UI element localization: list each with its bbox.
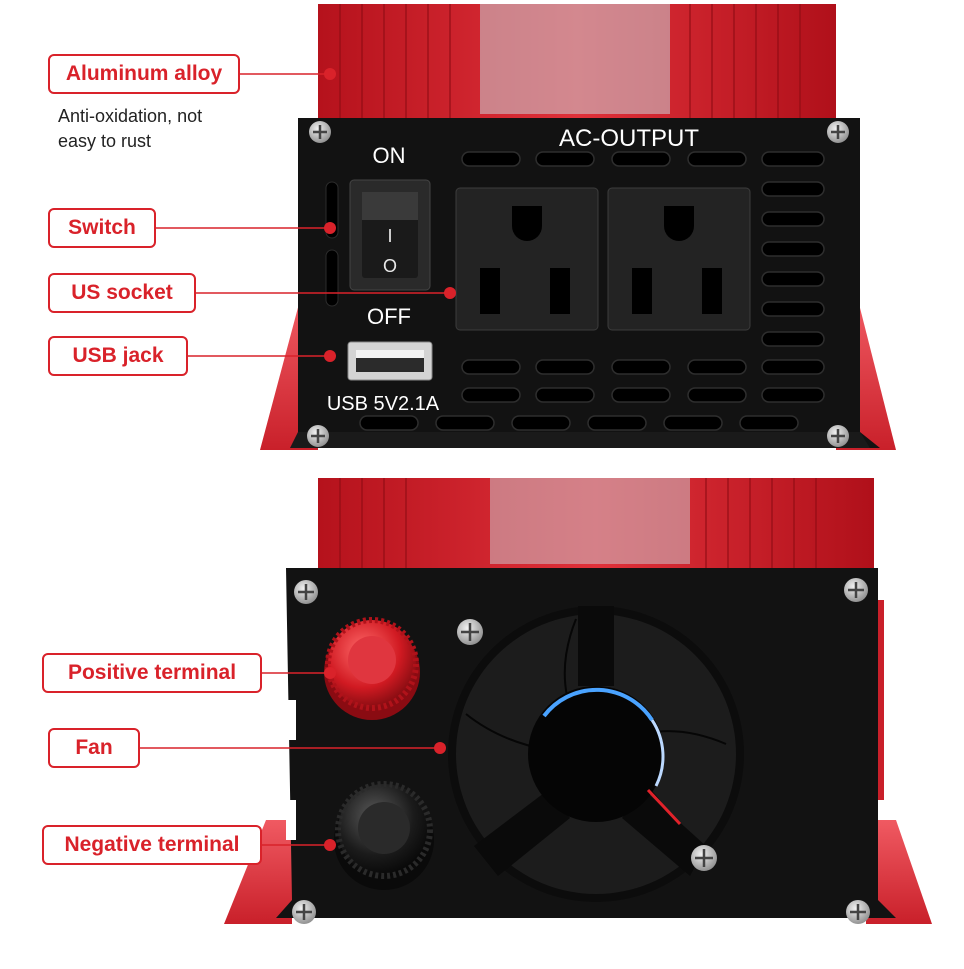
ac-output-label: AC-OUTPUT — [559, 125, 699, 152]
screw-icon — [691, 845, 717, 871]
callout-fan: Fan — [48, 728, 140, 768]
screw-icon — [844, 578, 868, 602]
screw-icon — [846, 900, 870, 924]
callout-aluminum-alloy: Aluminum alloy — [48, 54, 240, 94]
callout-leaders — [140, 73, 450, 846]
us-socket-icon-2[interactable] — [607, 187, 751, 331]
aluminum-note: Anti-oxidation, not easy to rust — [58, 104, 202, 154]
screw-icon — [307, 425, 329, 447]
usb-spec-label: USB 5V2.1A — [327, 393, 440, 415]
screw-icon — [292, 900, 316, 924]
inverter-ac-side: ON OFF AC-OUTPUT USB 5V2.1A I O — [260, 4, 896, 450]
callout-positive-terminal: Positive terminal — [42, 653, 262, 693]
fan-icon — [448, 606, 744, 902]
screw-icon — [309, 121, 331, 143]
callout-negative-terminal: Negative terminal — [42, 825, 262, 865]
us-socket-icon-1[interactable] — [455, 187, 599, 331]
screw-icon — [827, 121, 849, 143]
callout-us-socket: US socket — [48, 273, 196, 313]
inverter-dc-side — [224, 478, 932, 924]
rocker-switch-icon[interactable]: I O — [349, 179, 431, 291]
vent-grid-top — [359, 151, 825, 431]
aluminum-note-line-1: Anti-oxidation, not — [58, 106, 203, 126]
aluminum-note-line-2: easy to rust — [58, 131, 152, 151]
usb-port-icon[interactable] — [347, 341, 433, 381]
housing-label-area — [480, 4, 670, 114]
switch-off-mark: O — [383, 256, 397, 276]
switch-on-mark: I — [387, 226, 392, 246]
switch-on-label: ON — [373, 143, 406, 168]
vent-slot — [325, 249, 339, 307]
housing-label-area — [490, 478, 690, 564]
callout-usb-jack: USB jack — [48, 336, 188, 376]
positive-terminal-icon[interactable] — [324, 617, 420, 720]
callout-dots — [324, 68, 456, 851]
screw-icon — [294, 580, 318, 604]
negative-terminal-icon[interactable] — [334, 781, 434, 890]
housing-flange-right — [866, 820, 932, 924]
screw-icon — [457, 619, 483, 645]
screw-icon — [827, 425, 849, 447]
callout-switch: Switch — [48, 208, 156, 248]
housing-flange-left — [224, 820, 292, 924]
switch-off-label: OFF — [367, 304, 411, 329]
